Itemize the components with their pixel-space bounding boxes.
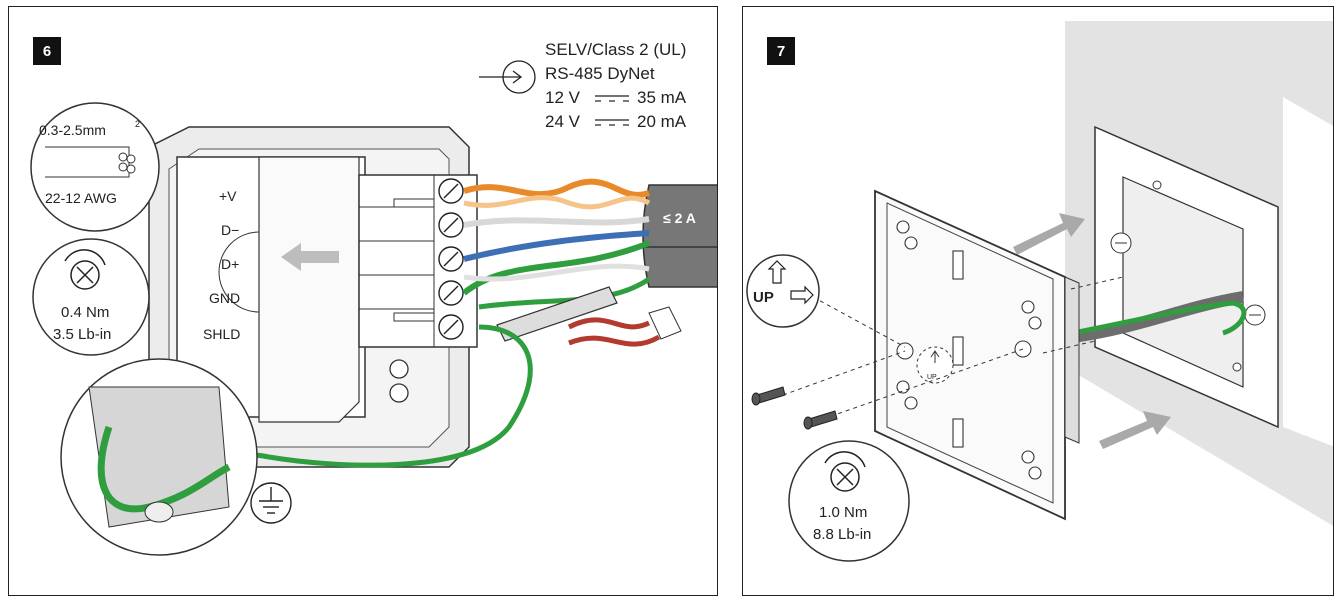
- up-arrow-icon: [767, 260, 787, 284]
- wire-green: [462, 240, 651, 296]
- torque-lbin: 8.8 Lb-in: [813, 526, 871, 543]
- spec-line-2: RS-485 DyNet: [545, 64, 655, 83]
- terminal-screw-icon: [438, 178, 464, 340]
- controller-face: [258, 156, 360, 423]
- mounting-screw-icon: [751, 386, 838, 430]
- wire-blue: [463, 230, 650, 262]
- terminal-label-dplus: D+: [221, 256, 239, 272]
- wire-red: [567, 317, 661, 347]
- up-label: UP: [753, 289, 774, 306]
- cable-rating: ≤ 2 A: [663, 210, 696, 226]
- up-orientation-badge: [746, 254, 820, 328]
- torque-lbin: 3.5 Lb-in: [53, 326, 111, 343]
- up-marker-plate: [916, 346, 954, 384]
- shield-sleeve: [496, 286, 618, 342]
- data-input-icon: [479, 60, 536, 94]
- plate-up-label: UP: [927, 374, 937, 381]
- torque-nm: 1.0 Nm: [819, 504, 867, 521]
- terminal-label-gnd: GND: [209, 290, 240, 306]
- torque-badge: [788, 440, 910, 562]
- mounting-illustration: UP UP 1.0 Nm 8.8 Lb-in: [746, 21, 1333, 562]
- torque-badge: [32, 238, 150, 356]
- wire-orange: [463, 178, 650, 198]
- spec-line-1: SELV/Class 2 (UL): [545, 40, 686, 59]
- push-arrow-lower: [1099, 411, 1171, 449]
- wire-size-metric: 0.3-2.5mm: [39, 122, 106, 138]
- earth-ground-icon: [250, 482, 292, 524]
- wiring-illustration: SELV/Class 2 (UL) RS-485 DyNet 12 V 35 m…: [30, 40, 717, 556]
- back-plate: [874, 189, 1066, 521]
- cable-jacket: [642, 184, 717, 288]
- dc-symbol-icon: [595, 95, 629, 126]
- step-number: 6: [33, 37, 61, 65]
- step-number: 7: [767, 37, 795, 65]
- wire-size-awg: 22-12 AWG: [45, 190, 117, 206]
- cable-green: [1072, 300, 1247, 336]
- wire-white: [463, 216, 650, 228]
- wire-size-badge: [30, 102, 160, 232]
- terminal-label-shld: SHLD: [203, 326, 240, 342]
- wire-size-metric-sup: 2: [135, 119, 140, 129]
- step-6-panel: SELV/Class 2 (UL) RS-485 DyNet 12 V 35 m…: [8, 6, 718, 596]
- spec-line-3-current: 35 mA: [637, 88, 687, 107]
- screw-torque-icon: [824, 451, 866, 492]
- spec-line-4-current: 20 mA: [637, 112, 687, 131]
- screw-torque-icon: [64, 249, 106, 290]
- insert-arrow: [281, 243, 339, 271]
- terminal-label-dminus: D−: [221, 222, 239, 238]
- step-7-panel: UP UP 1.0 Nm 8.8 Lb-in 7: [742, 6, 1334, 596]
- push-arrow-upper: [1013, 213, 1085, 255]
- right-arrow-icon: [790, 285, 814, 305]
- spec-line-4-voltage: 24 V: [545, 112, 581, 131]
- torque-nm: 0.4 Nm: [61, 304, 109, 321]
- terminal-label-v: +V: [219, 188, 237, 204]
- spec-line-3-voltage: 12 V: [545, 88, 581, 107]
